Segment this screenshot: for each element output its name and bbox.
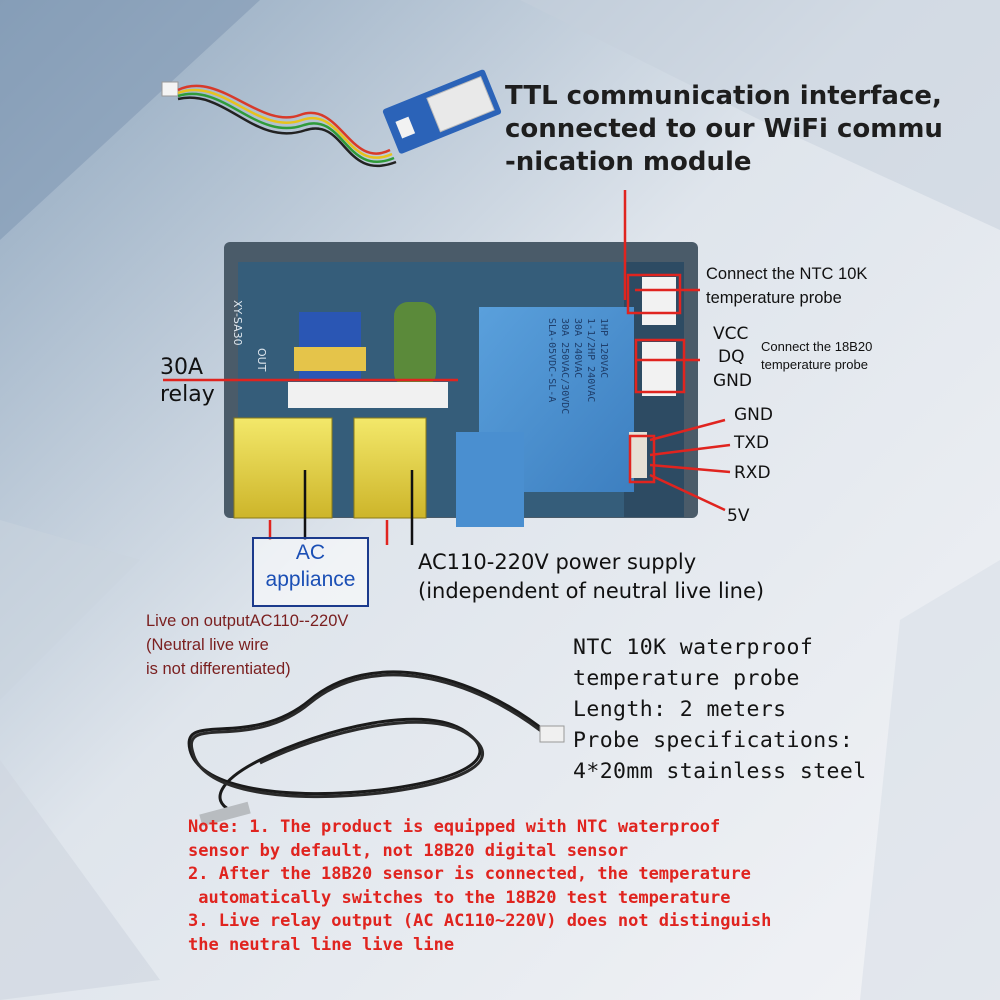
probe-spec-line: 4*20mm stainless steel bbox=[573, 759, 867, 784]
note-line: 3. Live relay output (AC AC110~220V) doe… bbox=[188, 911, 772, 931]
ac-appliance-box: AC appliance bbox=[252, 537, 369, 607]
live-output-line: Live on outputAC110--220V bbox=[146, 612, 349, 630]
probe-spec-line: Probe specifications: bbox=[573, 728, 854, 753]
note-line: the neutral line live line bbox=[188, 934, 455, 955]
note-line: sensor by default, not 18B20 digital sen… bbox=[188, 840, 629, 861]
ds18b20-connector bbox=[642, 342, 676, 396]
probe-specs: NTC 10K waterproof temperature probe Len… bbox=[573, 632, 867, 787]
relay-label: 30A relay bbox=[160, 354, 215, 408]
wifi-interface-title: TTL communication interface, connected t… bbox=[505, 80, 943, 179]
pin-dq: DQ bbox=[718, 347, 745, 367]
ac-appliance-line: AC bbox=[295, 541, 326, 564]
ntc-probe-illustration bbox=[187, 670, 565, 827]
ntc-connector-label: Connect the NTC 10K temperature probe bbox=[706, 262, 867, 310]
live-output-line: (Neutral live wire bbox=[146, 636, 269, 654]
wifi-title-line: TTL communication interface, bbox=[505, 81, 942, 111]
power-supply-line: AC110-220V power supply bbox=[418, 550, 697, 574]
pin-gnd: GND bbox=[734, 405, 773, 425]
note-line: automatically switches to the 18B20 test… bbox=[188, 887, 731, 908]
ntc-label-line: Connect the NTC 10K bbox=[706, 265, 868, 283]
controller-board bbox=[224, 242, 698, 527]
live-output-line: is not differentiated) bbox=[146, 660, 291, 678]
pin-gnd-top: GND bbox=[713, 371, 752, 391]
ds18b20-label-line: temperature probe bbox=[761, 357, 868, 372]
ds18b20-label-line: Connect the 18B20 bbox=[761, 339, 873, 354]
note-line: Note: 1. The product is equipped with NT… bbox=[188, 817, 721, 837]
wifi-title-line: -nication module bbox=[505, 147, 752, 177]
module-header bbox=[288, 382, 448, 408]
probe-connector bbox=[539, 725, 565, 743]
relay-label-line: 30A bbox=[160, 355, 204, 380]
pin-txd: TXD bbox=[734, 433, 770, 453]
power-supply-line: (independent of neutral live line) bbox=[418, 579, 765, 603]
note-line: 2. After the 18B20 sensor is connected, … bbox=[188, 864, 751, 884]
wifi-module-illustration bbox=[161, 69, 502, 168]
capacitor bbox=[394, 302, 436, 387]
wifi-board bbox=[382, 69, 502, 154]
wifi-title-line: connected to our WiFi commu bbox=[505, 114, 943, 144]
pin-5v: 5V bbox=[727, 506, 750, 526]
ntc-connector bbox=[642, 277, 676, 325]
ntc-label-line: temperature probe bbox=[706, 289, 842, 307]
power-supply-label: AC110-220V power supply (independent of … bbox=[418, 548, 764, 606]
ttl-header bbox=[629, 432, 647, 478]
relay-label-line: relay bbox=[160, 382, 215, 407]
live-output-label: Live on outputAC110--220V (Neutral live … bbox=[146, 609, 348, 681]
ds18b20-label: Connect the 18B20 temperature probe bbox=[761, 338, 872, 374]
probe-spec-line: NTC 10K waterproof bbox=[573, 635, 814, 660]
output-terminal bbox=[233, 417, 333, 519]
power-terminal bbox=[353, 417, 427, 519]
product-notes: Note: 1. The product is equipped with NT… bbox=[188, 816, 771, 957]
probe-tip bbox=[199, 801, 251, 827]
probe-spec-line: temperature probe bbox=[573, 666, 800, 691]
pin-vcc: VCC bbox=[713, 324, 749, 344]
probe-spec-line: Length: 2 meters bbox=[573, 697, 787, 722]
ac-appliance-line: appliance bbox=[265, 568, 356, 591]
pin-rxd: RXD bbox=[734, 463, 771, 483]
